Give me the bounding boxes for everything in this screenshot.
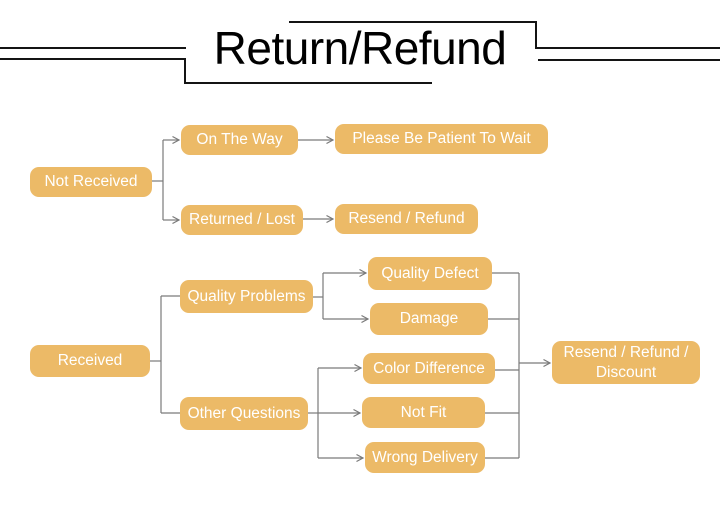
node-other-questions: Other Questions: [180, 397, 308, 430]
node-resend-refund: Resend / Refund: [335, 204, 478, 234]
edges-quality-problems: [313, 268, 370, 324]
node-damage: Damage: [370, 303, 488, 335]
node-returned-lost: Returned / Lost: [181, 205, 303, 235]
node-not-received: Not Received: [30, 167, 152, 197]
node-please-be-patient: Please Be Patient To Wait: [335, 124, 548, 154]
node-quality-problems: Quality Problems: [180, 280, 313, 313]
node-on-the-way: On The Way: [181, 125, 298, 155]
title-frame: [0, 21, 720, 84]
node-received: Received: [30, 345, 150, 377]
node-not-fit: Not Fit: [362, 397, 485, 428]
node-resend-refund-discount: Resend / Refund / Discount: [552, 341, 700, 384]
node-color-difference: Color Difference: [363, 353, 495, 384]
edges-collector: [485, 272, 552, 459]
node-wrong-delivery: Wrong Delivery: [365, 442, 485, 473]
page-title: Return/Refund: [213, 22, 507, 74]
edges-received: [150, 295, 180, 414]
edges-other-questions: [308, 363, 365, 463]
edges-not-received: [152, 135, 335, 225]
node-quality-defect: Quality Defect: [368, 257, 492, 290]
